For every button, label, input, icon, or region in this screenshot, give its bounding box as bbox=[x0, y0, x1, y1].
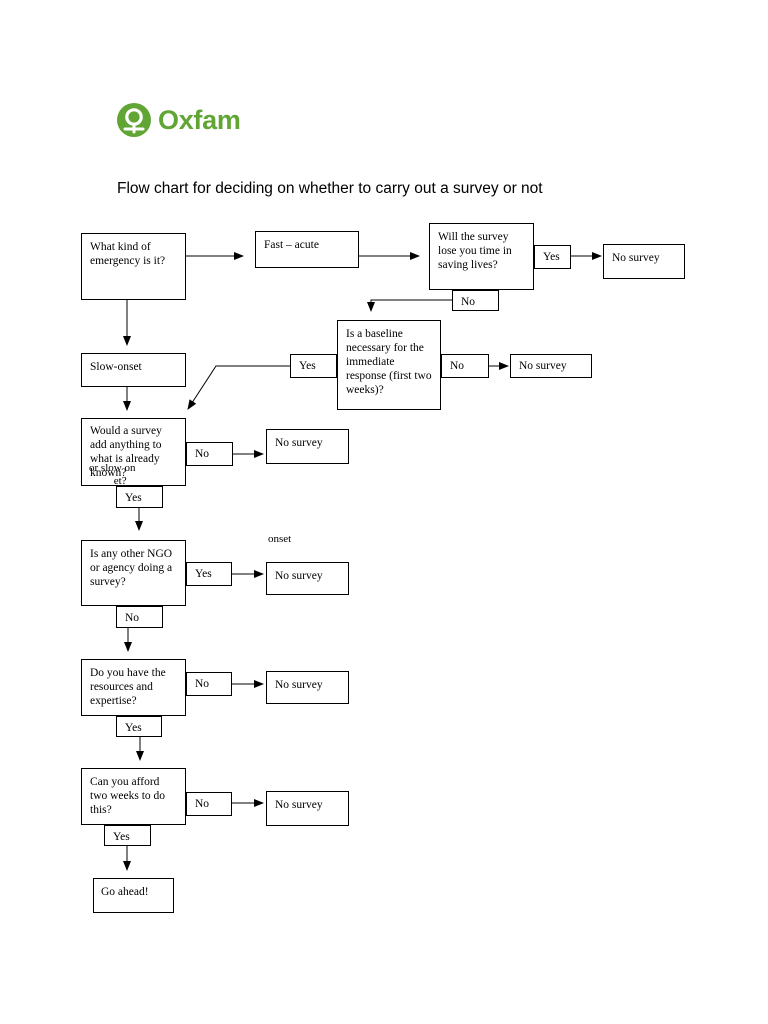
page-title: Flow chart for deciding on whether to ca… bbox=[117, 180, 543, 197]
node-fast-acute: Fast – acute bbox=[255, 231, 359, 268]
node-is-other-ngo-surveying: Is any other NGO or agency doing a surve… bbox=[81, 540, 186, 606]
node-will-survey-lose-time: Will the survey lose you time in saving … bbox=[429, 223, 534, 290]
label-yes-add-anything: Yes bbox=[116, 486, 163, 508]
node-do-you-have-resources: Do you have the resources and expertise? bbox=[81, 659, 186, 716]
label-no-resources: No bbox=[186, 672, 232, 696]
node-no-survey-1: No survey bbox=[603, 244, 685, 279]
node-no-survey-3: No survey bbox=[266, 429, 349, 464]
label-no-add-anything: No bbox=[186, 442, 233, 466]
overlapping-text-fragment: or slow on et? bbox=[89, 462, 136, 487]
label-no-other-ngo: No bbox=[116, 606, 163, 628]
oxfam-emblem-icon bbox=[117, 103, 151, 137]
label-yes-afford: Yes bbox=[104, 825, 151, 846]
label-yes-other-ngo: Yes bbox=[186, 562, 232, 586]
node-no-survey-5: No survey bbox=[266, 671, 349, 704]
node-would-survey-add-anything: Would a survey add anything to what is a… bbox=[81, 418, 186, 486]
node-what-kind-of-emergency: What kind of emergency is it? bbox=[81, 233, 186, 300]
oxfam-logo: Oxfam bbox=[116, 100, 241, 140]
node-can-you-afford-two-weeks: Can you afford two weeks to do this? bbox=[81, 768, 186, 825]
label-no-lose-time: No bbox=[452, 290, 499, 311]
label-no-afford: No bbox=[186, 792, 232, 816]
node-go-ahead: Go ahead! bbox=[93, 878, 174, 913]
label-yes-lose-time: Yes bbox=[534, 245, 571, 269]
label-yes-resources: Yes bbox=[116, 716, 162, 737]
arrow-no-to-baseline bbox=[367, 299, 452, 312]
node-no-survey-2: No survey bbox=[510, 354, 592, 378]
stray-onset-text: onset bbox=[268, 533, 292, 545]
logo-wordmark: Oxfam bbox=[158, 104, 241, 135]
label-no-baseline: No bbox=[441, 354, 489, 378]
arrow-yes-baseline-to-addanything bbox=[187, 365, 290, 410]
node-slow-onset: Slow-onset bbox=[81, 353, 186, 387]
node-is-baseline-necessary: Is a baseline necessary for the immediat… bbox=[337, 320, 441, 410]
node-no-survey-6: No survey bbox=[266, 791, 349, 826]
label-yes-baseline: Yes bbox=[290, 354, 337, 378]
node-no-survey-4: No survey bbox=[266, 562, 349, 595]
